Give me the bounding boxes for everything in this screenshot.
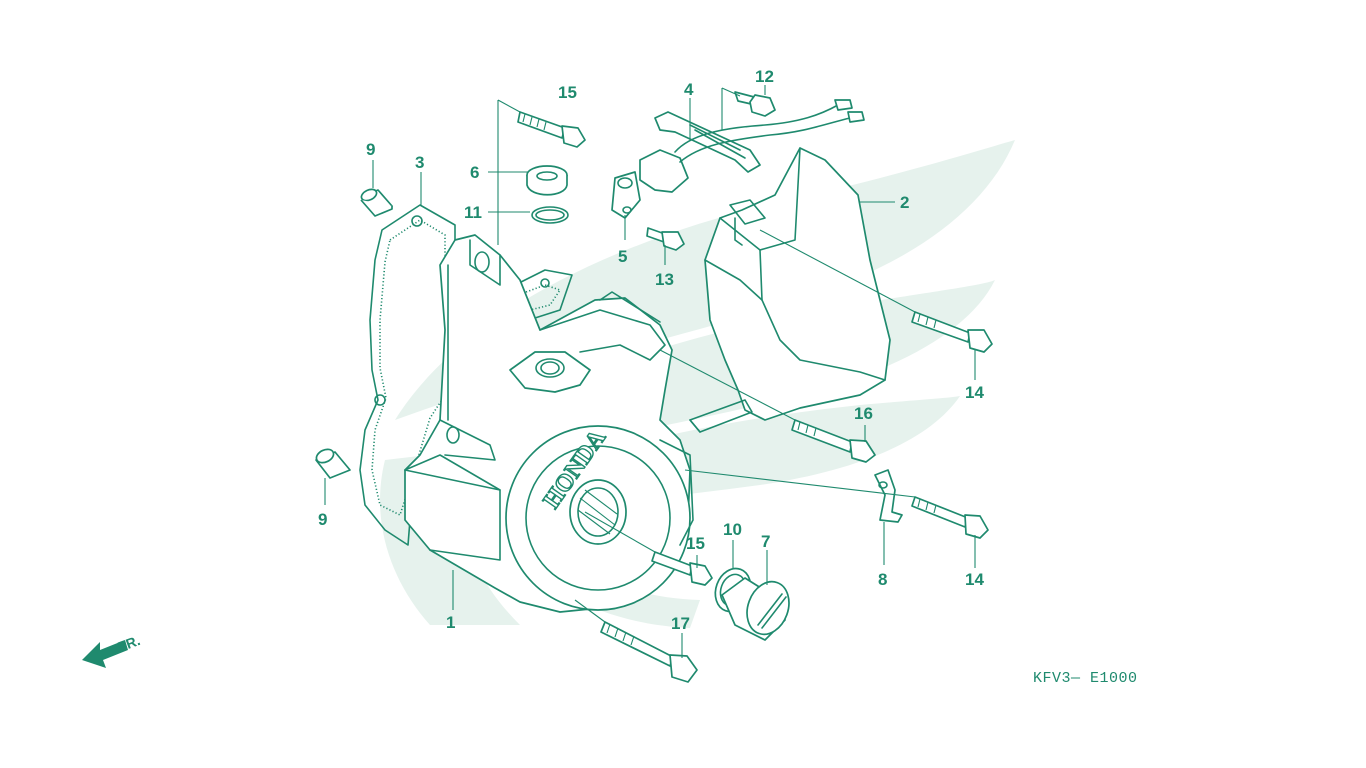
bolt-16 xyxy=(791,419,876,463)
callout-17: 17 xyxy=(671,614,690,633)
oil-filler-cap xyxy=(526,165,568,196)
svg-text:FR.: FR. xyxy=(116,632,143,655)
callout-14-upper: 14 xyxy=(965,383,984,402)
callout-5: 5 xyxy=(618,247,627,266)
wire-clip xyxy=(874,469,903,523)
leader-lines xyxy=(324,85,976,658)
side-cover xyxy=(689,147,891,433)
bolt-15-lower xyxy=(651,551,713,586)
diagram-code: KFV3— E1000 xyxy=(1033,670,1138,687)
callout-labels: 1 2 3 4 5 6 7 8 9 9 10 11 12 13 14 14 15… xyxy=(318,67,984,633)
o-ring xyxy=(531,206,569,224)
callout-16: 16 xyxy=(854,404,873,423)
callout-15-upper: 15 xyxy=(558,83,577,102)
callout-1: 1 xyxy=(446,613,455,632)
bolt-14-upper xyxy=(911,311,993,353)
callout-13: 13 xyxy=(655,270,674,289)
callout-14-lower: 14 xyxy=(965,570,984,589)
callout-12: 12 xyxy=(755,67,774,86)
bolt-17 xyxy=(600,621,698,683)
front-direction-arrow: FR. xyxy=(82,632,142,668)
callout-15-lower: 15 xyxy=(686,534,705,553)
bolt-12 xyxy=(734,91,776,117)
callout-2: 2 xyxy=(900,193,909,212)
callout-10: 10 xyxy=(723,520,742,539)
bolt-14-lower xyxy=(911,496,989,539)
callout-11: 11 xyxy=(464,203,482,222)
callout-4: 4 xyxy=(684,80,694,99)
callout-3: 3 xyxy=(415,153,424,172)
dowel-pin-lower xyxy=(315,448,351,479)
dowel-pin-upper xyxy=(360,188,393,217)
callout-6: 6 xyxy=(470,163,479,182)
crankcase-cover xyxy=(404,234,694,613)
sensor-assembly xyxy=(611,99,865,219)
callout-8: 8 xyxy=(878,570,887,589)
callout-9-lower: 9 xyxy=(318,510,327,529)
callout-9-upper: 9 xyxy=(366,140,375,159)
crankshaft-hole-cap xyxy=(721,577,790,641)
bolt-15-upper xyxy=(517,111,586,148)
bolt-13 xyxy=(646,227,685,251)
callout-7: 7 xyxy=(761,532,770,551)
